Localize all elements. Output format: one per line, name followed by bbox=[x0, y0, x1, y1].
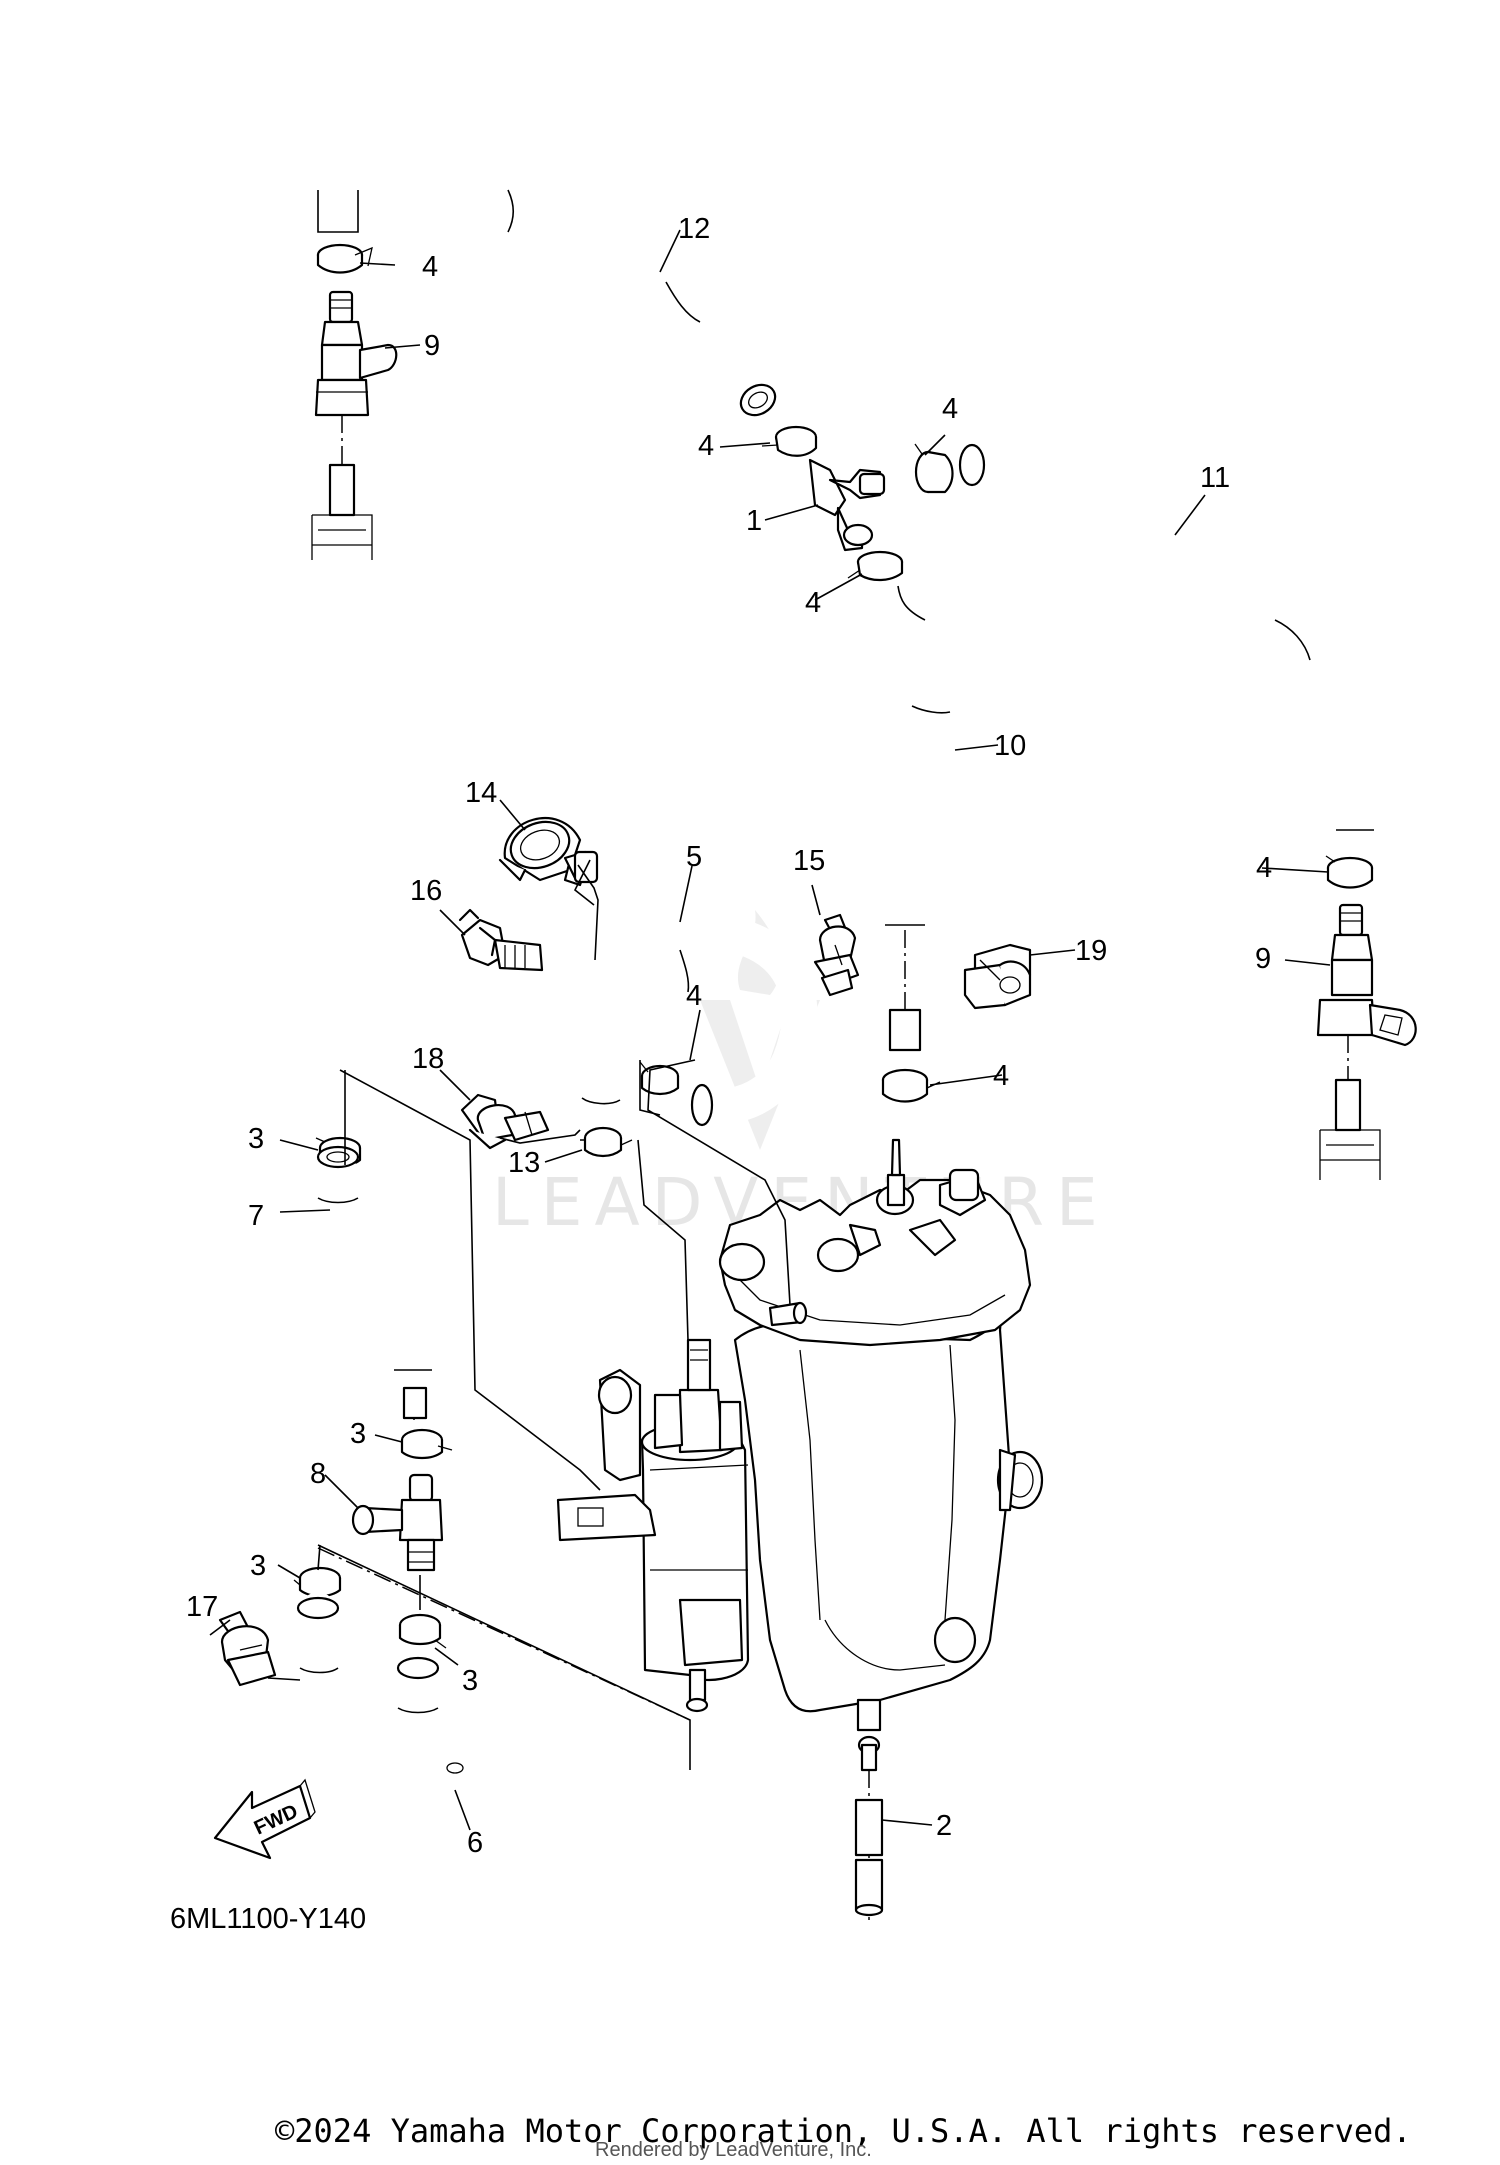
callout-12[interactable]: 12 bbox=[678, 213, 710, 245]
leader-lines bbox=[209, 229, 1331, 1831]
callout-15[interactable]: 15 bbox=[793, 845, 825, 877]
fuel-pump[interactable] bbox=[556, 1338, 750, 1713]
callout-7[interactable]: 7 bbox=[248, 1200, 264, 1232]
callout-19[interactable]: 19 bbox=[1075, 935, 1107, 967]
hose-7[interactable] bbox=[316, 1145, 433, 1438]
callout-4[interactable]: 4 bbox=[1256, 852, 1272, 884]
hose-clamp-4[interactable] bbox=[1325, 855, 1374, 889]
drain-hose-2[interactable] bbox=[854, 1770, 884, 1920]
hose-11[interactable] bbox=[958, 427, 1374, 848]
callout-1[interactable]: 1 bbox=[746, 505, 762, 537]
clamp-17[interactable] bbox=[218, 1610, 277, 1687]
callout-3[interactable]: 3 bbox=[462, 1665, 478, 1697]
hose-12[interactable] bbox=[317, 132, 781, 422]
callouts: 12 4 9 4 4 1 4 11 10 14 5 15 16 19 4 4 9… bbox=[186, 213, 1272, 1859]
hose-clamp-4[interactable] bbox=[914, 443, 954, 494]
clamp-13[interactable] bbox=[583, 1126, 633, 1158]
clamp-18[interactable] bbox=[460, 1093, 550, 1150]
joint-1[interactable] bbox=[808, 458, 886, 552]
hose-clamp-4[interactable] bbox=[847, 550, 904, 582]
clamp-15[interactable] bbox=[813, 913, 860, 997]
copyright-text: ©2024 Yamaha Motor Corporation, U.S.A. A… bbox=[275, 2112, 1412, 2150]
callout-3[interactable]: 3 bbox=[350, 1418, 366, 1450]
clamp-19[interactable] bbox=[963, 943, 1032, 1010]
hose-5[interactable] bbox=[572, 912, 818, 1158]
callout-10[interactable]: 10 bbox=[994, 730, 1026, 762]
callout-4[interactable]: 4 bbox=[422, 251, 438, 283]
fuel-connector-9[interactable] bbox=[311, 290, 398, 560]
callout-4[interactable]: 4 bbox=[993, 1060, 1009, 1092]
vapor-separator-assembly[interactable] bbox=[718, 1138, 1044, 1772]
callout-14[interactable]: 14 bbox=[465, 777, 497, 809]
callout-8[interactable]: 8 bbox=[310, 1458, 326, 1490]
hose-clamp-4[interactable] bbox=[316, 243, 373, 274]
connector-16[interactable] bbox=[458, 908, 544, 972]
hose-clamp-4[interactable] bbox=[639, 1061, 680, 1096]
rendered-by-text: Rendered by LeadVenture, Inc. bbox=[595, 2139, 872, 2161]
callout-4[interactable]: 4 bbox=[698, 430, 714, 462]
callout-3[interactable]: 3 bbox=[250, 1550, 266, 1582]
hose-clamp-3[interactable] bbox=[398, 1613, 447, 1649]
hose-10[interactable] bbox=[885, 585, 957, 1052]
callout-3[interactable]: 3 bbox=[248, 1123, 264, 1155]
hose-clamp-3[interactable] bbox=[293, 1566, 342, 1598]
callout-18[interactable]: 18 bbox=[412, 1043, 444, 1075]
hose-6[interactable] bbox=[296, 1592, 547, 1810]
callout-4[interactable]: 4 bbox=[942, 393, 958, 425]
callout-9[interactable]: 9 bbox=[1255, 943, 1271, 975]
callout-6[interactable]: 6 bbox=[467, 1827, 483, 1859]
callout-13[interactable]: 13 bbox=[508, 1147, 540, 1179]
callout-4[interactable]: 4 bbox=[805, 587, 821, 619]
callout-11[interactable]: 11 bbox=[1200, 462, 1230, 494]
callout-4[interactable]: 4 bbox=[686, 980, 702, 1012]
hose-clamp-4[interactable] bbox=[761, 425, 818, 457]
callout-9[interactable]: 9 bbox=[424, 330, 440, 362]
callout-5[interactable]: 5 bbox=[686, 841, 702, 873]
hose-clamp-3[interactable] bbox=[400, 1428, 453, 1460]
joint-8[interactable] bbox=[351, 1473, 444, 1572]
fuel-connector-9[interactable] bbox=[1316, 903, 1417, 1180]
callout-16[interactable]: 16 bbox=[410, 875, 442, 907]
diagram-code: 6ML1100-Y140 bbox=[170, 1903, 366, 1935]
fwd-direction-arrow: FWD bbox=[213, 1778, 316, 1860]
callout-17[interactable]: 17 bbox=[186, 1591, 218, 1623]
callout-2[interactable]: 2 bbox=[936, 1810, 952, 1842]
reference-lines bbox=[317, 859, 791, 1770]
hose-clamp-4[interactable] bbox=[881, 1068, 941, 1103]
